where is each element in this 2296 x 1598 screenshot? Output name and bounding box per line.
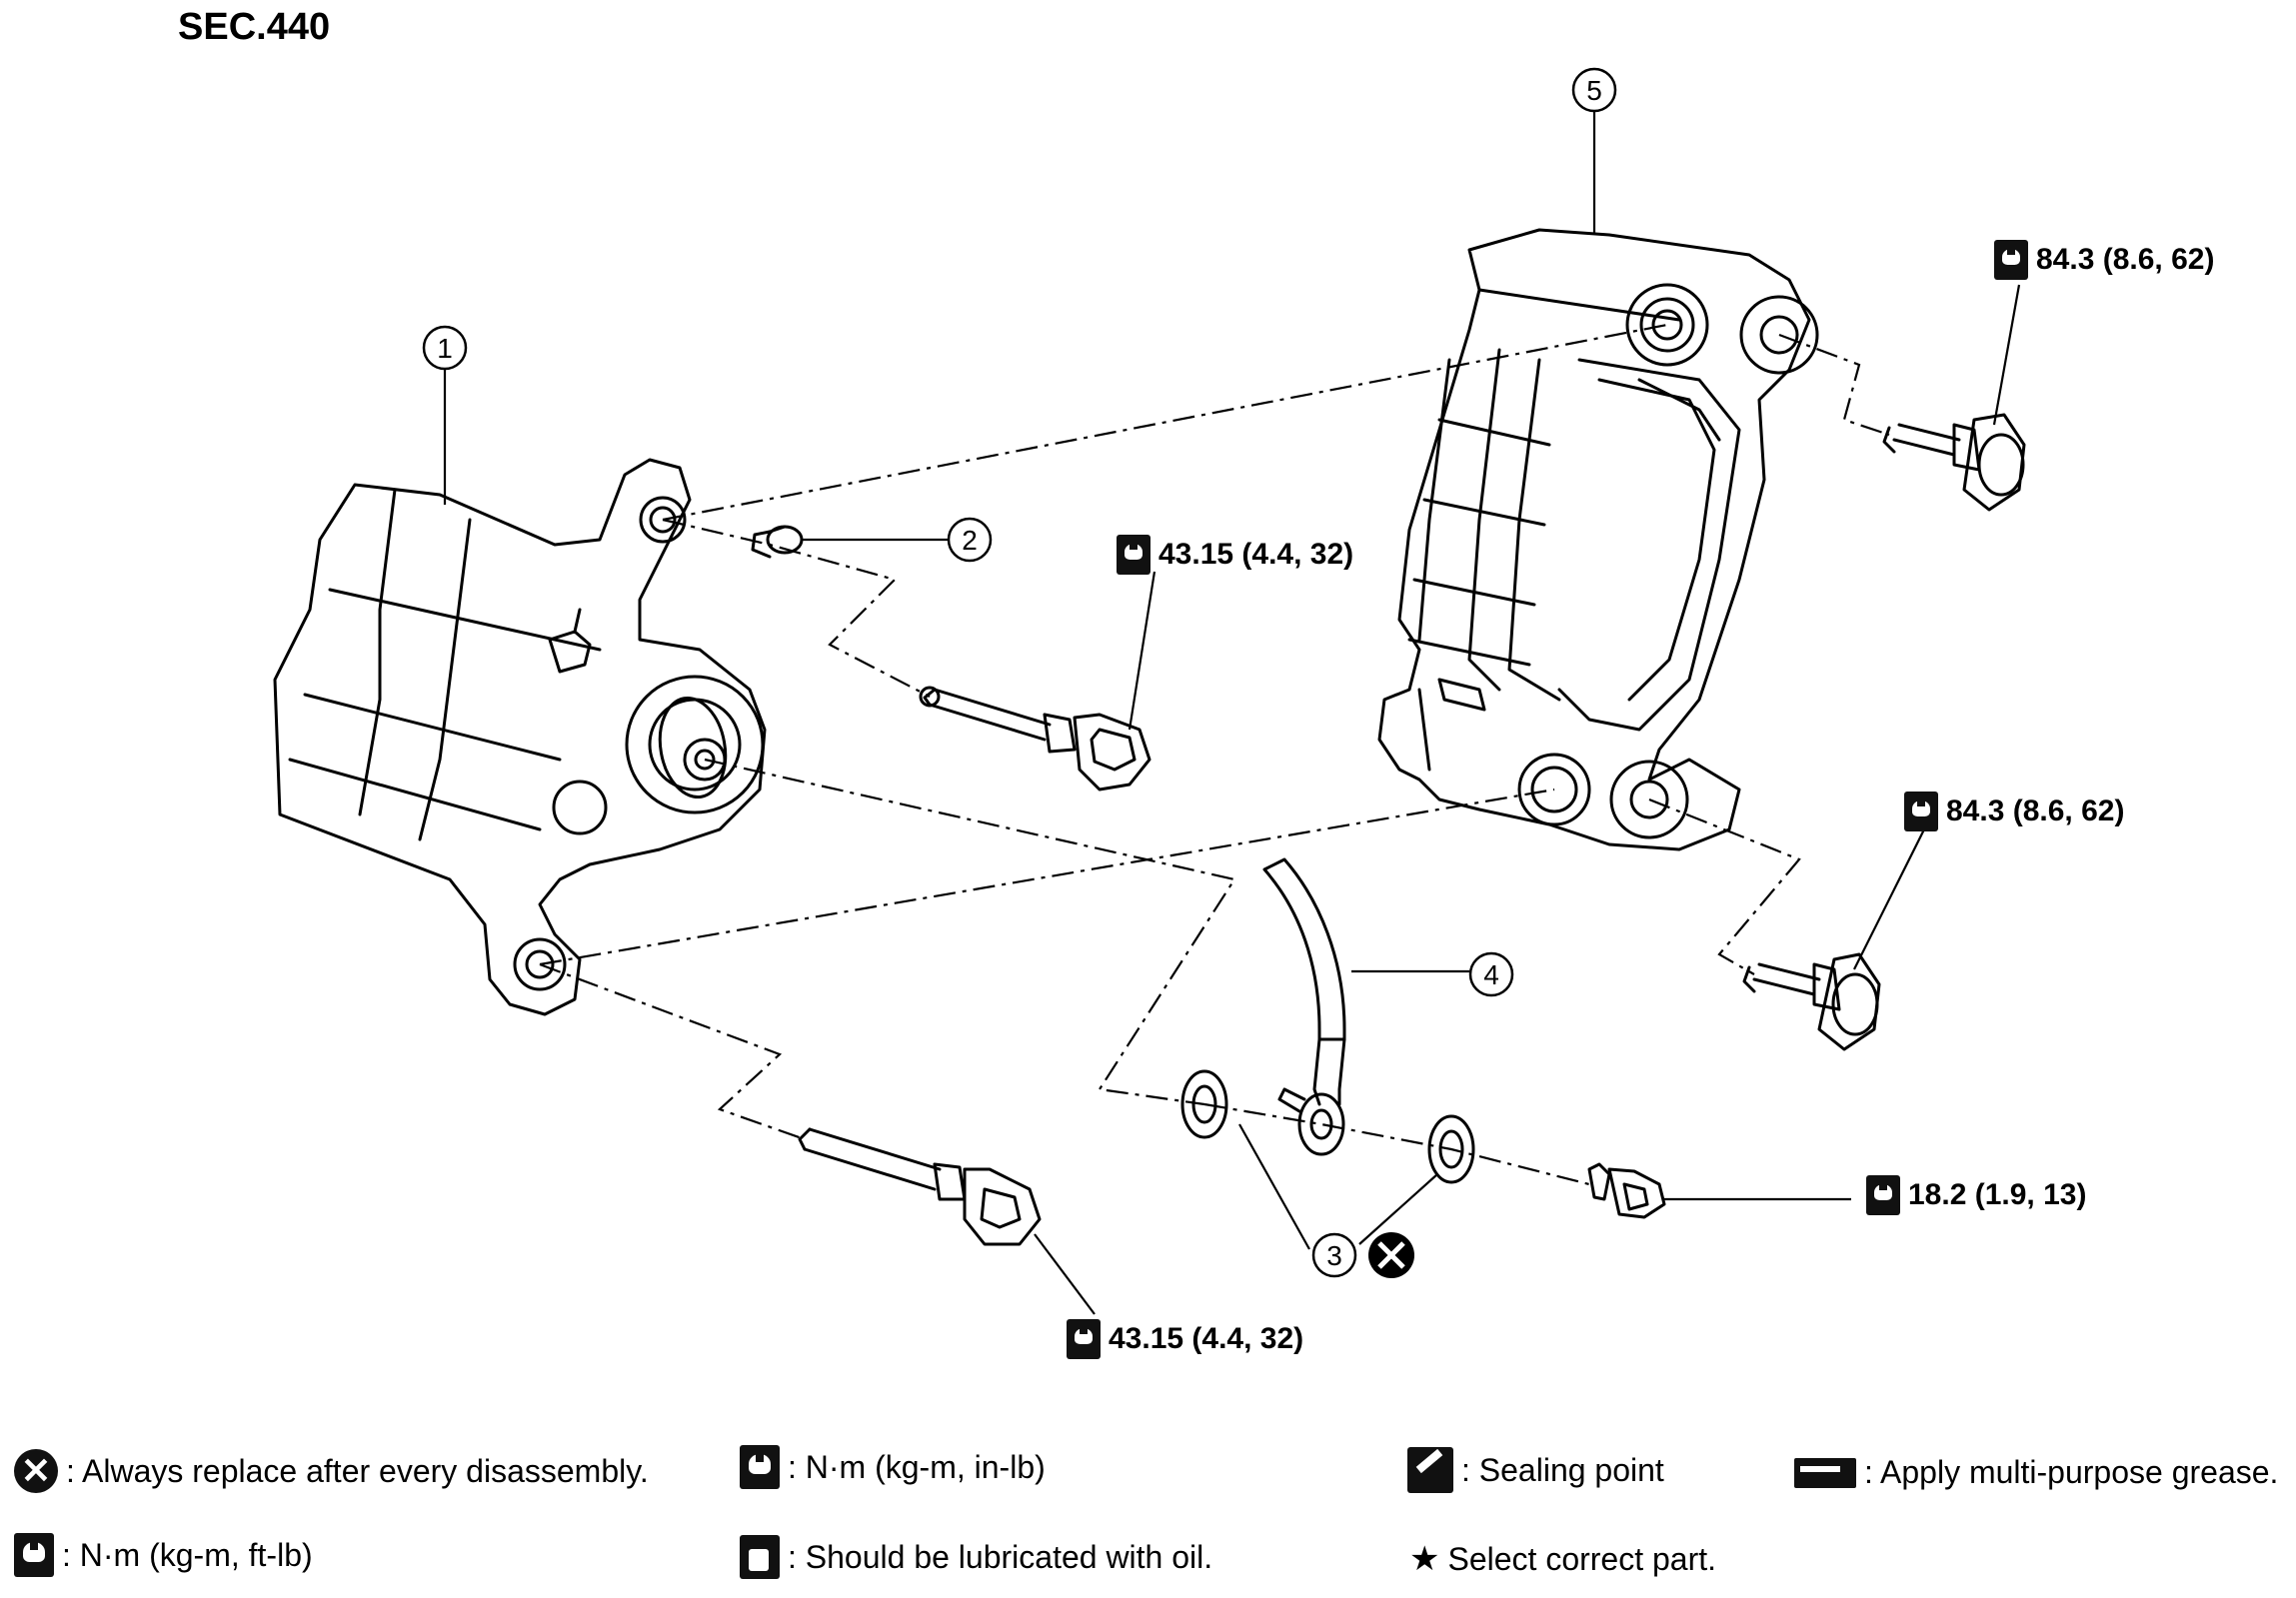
oil-can-icon <box>740 1535 780 1579</box>
union-bolt <box>1587 1162 1666 1219</box>
legend-grease-text: : Apply multi-purpose grease. <box>1864 1454 2279 1490</box>
x-circle-icon: ✕ <box>14 1449 58 1493</box>
legend-nm-ftlb: : N·m (kg-m, ft-lb) <box>14 1533 313 1577</box>
upper-pin-bolt <box>919 686 1151 792</box>
callout-5-label: 5 <box>1586 75 1602 106</box>
callout-2-label: 2 <box>962 525 978 556</box>
legend-nm-ftlb-text: : N·m (kg-m, ft-lb) <box>62 1536 313 1573</box>
copper-washers <box>1180 1069 1475 1184</box>
legend-replace-text: : Always replace after every disassembly… <box>66 1452 649 1489</box>
torque-upper-right: 84.3 (8.6, 62) <box>1994 240 2214 280</box>
brake-hose <box>1262 857 1346 1156</box>
legend-select-text: Select correct part. <box>1447 1540 1717 1577</box>
torque-wrench-icon <box>1067 1319 1101 1359</box>
leader-lines <box>443 110 2021 1315</box>
torque-pin-lower-value: 43.15 (4.4, 32) <box>1109 1322 1304 1355</box>
star-icon: ★ <box>1409 1540 1440 1578</box>
torque-union-bolt: 18.2 (1.9, 13) <box>1866 1175 2086 1215</box>
callout-1-label: 1 <box>437 333 453 364</box>
lower-pin-bolt <box>798 1127 1042 1246</box>
callout-4: 4 <box>1468 951 1514 997</box>
legend-nm-inlb: : N·m (kg-m, in-lb) <box>740 1445 1046 1489</box>
legend-sealing-text: : Sealing point <box>1461 1451 1664 1488</box>
legend-nm-inlb-text: : N·m (kg-m, in-lb) <box>788 1448 1046 1485</box>
callout-5: 5 <box>1571 67 1617 113</box>
bracket-bolt-lower <box>1742 952 1881 1051</box>
torque-pin-upper-value: 43.15 (4.4, 32) <box>1158 538 1354 571</box>
section-code: SEC.440 <box>178 6 331 48</box>
caliper-body <box>273 458 767 1016</box>
alignment-lines <box>539 323 1890 1186</box>
torque-wrench-icon <box>1904 792 1938 831</box>
callout-4-label: 4 <box>1483 959 1499 990</box>
callout-3-label: 3 <box>1326 1240 1342 1271</box>
wrench-torque-icon <box>740 1445 780 1489</box>
legend-oil: : Should be lubricated with oil. <box>740 1535 1212 1579</box>
legend-select: ★ Select correct part. <box>1409 1539 1716 1579</box>
torque-middle-right: 84.3 (8.6, 62) <box>1904 792 2124 831</box>
grease-gun-icon <box>1794 1457 1856 1488</box>
torque-union-bolt-value: 18.2 (1.9, 13) <box>1908 1178 2087 1211</box>
caliper-bracket <box>1377 228 1819 851</box>
legend-sealing: : Sealing point <box>1407 1447 1664 1493</box>
torque-upper-right-value: 84.3 (8.6, 62) <box>2036 243 2215 276</box>
sealant-icon <box>1407 1447 1453 1493</box>
replace-marker-icon <box>1368 1232 1414 1278</box>
torque-middle-right-value: 84.3 (8.6, 62) <box>1946 795 2125 827</box>
callout-2: 2 <box>947 517 993 563</box>
torque-wrench-icon <box>1117 535 1150 575</box>
callout-3: 3 <box>1311 1232 1357 1278</box>
bracket-bolt-upper <box>1882 413 2026 512</box>
torque-wrench-icon <box>1866 1175 1900 1215</box>
torque-pin-lower: 43.15 (4.4, 32) <box>1067 1319 1303 1359</box>
legend-replace: ✕ : Always replace after every disassemb… <box>14 1449 649 1493</box>
legend-grease: : Apply multi-purpose grease. <box>1794 1454 2278 1491</box>
callout-1: 1 <box>422 325 468 371</box>
wrench-torque-icon <box>14 1533 54 1577</box>
legend-oil-text: : Should be lubricated with oil. <box>788 1538 1213 1575</box>
torque-pin-upper: 43.15 (4.4, 32) <box>1117 535 1353 575</box>
torque-wrench-icon <box>1994 240 2028 280</box>
